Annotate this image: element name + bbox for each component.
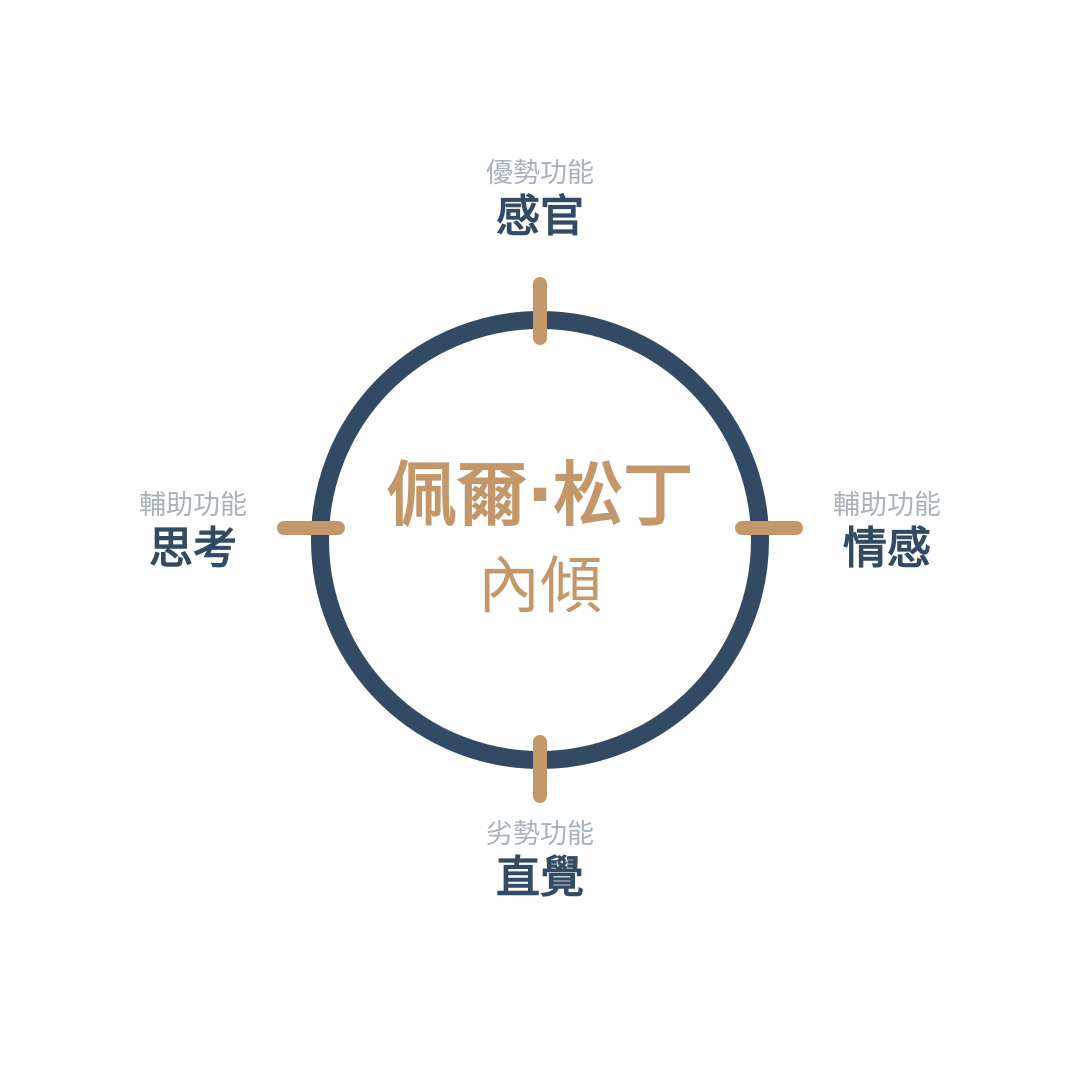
function-role: 輔助功能 — [139, 490, 247, 521]
person-name: 佩爾·松丁 — [386, 454, 694, 536]
function-name: 思考 — [149, 523, 237, 574]
function-role: 輔助功能 — [833, 490, 941, 521]
function-top: 優勢功能 感官 — [440, 157, 640, 243]
function-right: 輔助功能 情感 — [787, 489, 987, 575]
ring-circle — [311, 311, 769, 769]
function-name: 直覺 — [496, 852, 584, 903]
function-bottom: 劣勢功能 直覺 — [440, 818, 640, 904]
function-name: 情感 — [843, 523, 931, 574]
function-role: 劣勢功能 — [486, 819, 594, 850]
function-left: 輔助功能 思考 — [93, 489, 293, 575]
function-role: 優勢功能 — [486, 158, 594, 189]
function-name: 感官 — [496, 191, 584, 242]
attitude-label: 內傾 — [477, 549, 602, 622]
